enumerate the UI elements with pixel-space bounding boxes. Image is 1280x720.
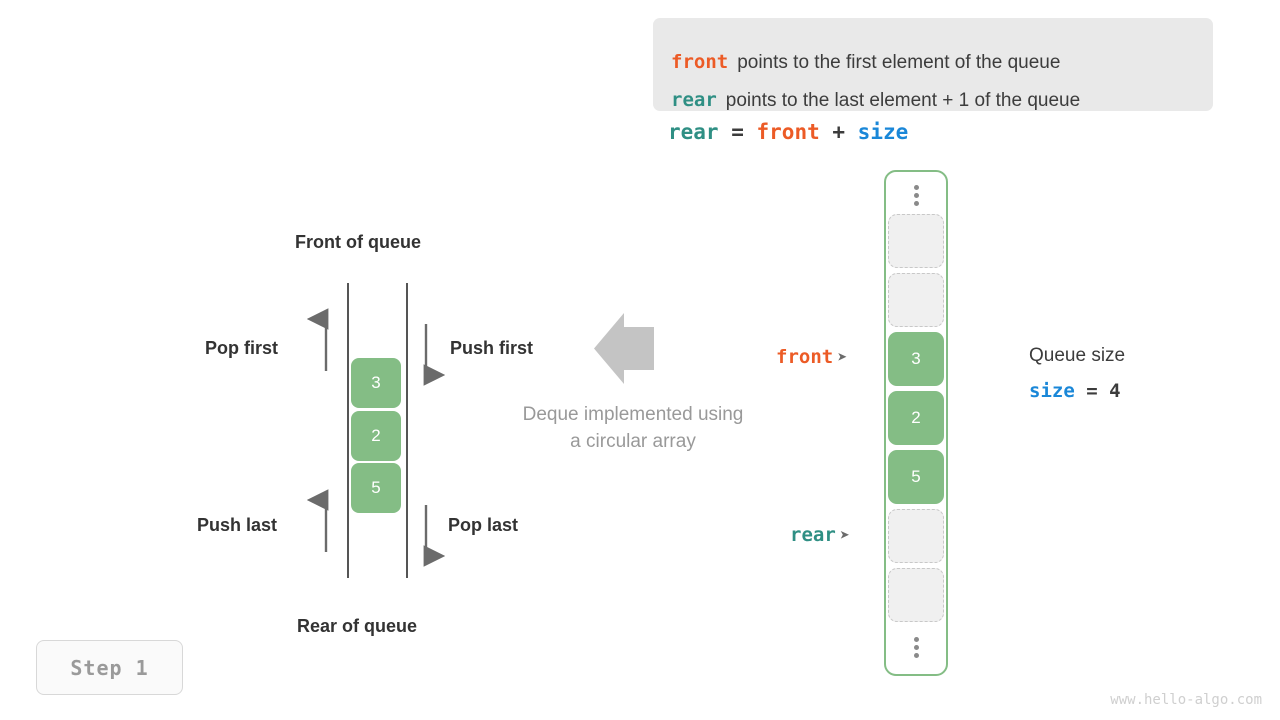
- legend-keyword-front: front: [671, 51, 729, 73]
- array-ellipsis-top-icon: [888, 176, 944, 214]
- rear-pointer-arrow-icon: ➤: [839, 526, 851, 546]
- queue-size-equals: =: [1074, 380, 1110, 402]
- circular-array-frame: [884, 170, 948, 676]
- legend-description-rear: points to the last element + 1 of the qu…: [725, 90, 1081, 111]
- pop-first-label: Pop first: [205, 338, 279, 358]
- step-badge: Step 1: [36, 640, 183, 695]
- array-slot: [888, 509, 944, 563]
- deque-channel-right-line: [406, 283, 408, 578]
- array-slot: 5: [888, 450, 944, 504]
- array-slot: 2: [888, 391, 944, 445]
- array-slot: 3: [888, 332, 944, 386]
- legend-line-rear: rear points to the last element + 1 of th…: [671, 89, 1080, 112]
- formula-plus: +: [819, 120, 858, 144]
- front-pointer-text: front: [776, 346, 834, 368]
- front-of-queue-label: Front of queue: [295, 232, 421, 252]
- watermark: www.hello-algo.com: [1110, 692, 1262, 708]
- array-slot: [888, 214, 944, 268]
- front-pointer-arrow-icon: ➤: [837, 348, 848, 368]
- legend-line-front: front points to the first element of the …: [671, 51, 1060, 74]
- legend-keyword-rear: rear: [671, 89, 717, 111]
- formula-term-front: front: [756, 120, 820, 144]
- deque-cell: 3: [351, 358, 401, 408]
- diagram-caption: Deque implemented using a circular array: [493, 401, 773, 455]
- pop-last-label: Pop last: [448, 515, 519, 535]
- deque-cell: 5: [351, 463, 401, 513]
- legend-description-front: points to the first element of the queue: [737, 52, 1061, 73]
- deque-channel-left-line: [347, 283, 349, 578]
- rear-pointer-label: rear➤: [790, 524, 850, 546]
- array-ellipsis-bottom-icon: [888, 628, 944, 666]
- array-slot: [888, 568, 944, 622]
- queue-size-value: 4: [1109, 380, 1121, 402]
- rear-of-queue-label: Rear of queue: [297, 616, 418, 636]
- queue-size-title: Queue size: [1029, 345, 1126, 366]
- push-last-label: Push last: [197, 515, 278, 535]
- legend-box: front points to the first element of the …: [653, 18, 1213, 111]
- rear-pointer-text: rear: [790, 524, 836, 546]
- front-pointer-label: front➤: [776, 346, 847, 368]
- diagram-caption-line2: a circular array: [570, 431, 696, 452]
- formula-term-size: size: [857, 120, 909, 144]
- queue-size-var: size: [1029, 380, 1075, 402]
- array-slot: [888, 273, 944, 327]
- diagram-caption-line1: Deque implemented using: [522, 404, 744, 425]
- formula-equals: =: [718, 120, 757, 144]
- push-first-label: Push first: [450, 338, 534, 358]
- queue-size-expression: size = 4: [1029, 380, 1121, 402]
- big-left-arrow-icon: [594, 313, 654, 384]
- formula-rear-equals-front-plus-size: rear = front + size: [668, 120, 908, 144]
- deque-cell: 2: [351, 411, 401, 461]
- formula-term-rear: rear: [668, 120, 719, 144]
